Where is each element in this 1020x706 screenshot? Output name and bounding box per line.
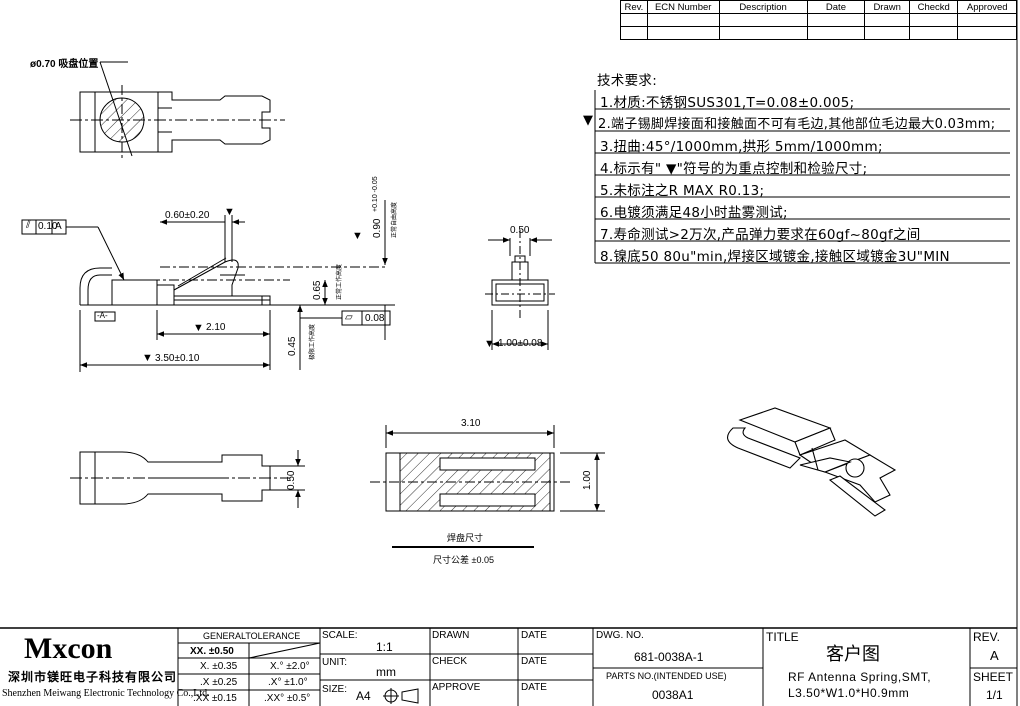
pad-layout <box>370 425 605 548</box>
date-label: DATE <box>521 630 547 641</box>
dim-100-side-label: 1.00±0.08 <box>498 338 543 349</box>
unit-label: UNIT: <box>322 657 347 668</box>
tech-req-8: 8.镍底50 80u"min,焊接区域镀金,接触区域镀金3U"MIN <box>600 249 950 265</box>
flat-tol2-label: 0.08 <box>365 313 385 324</box>
key-marker-icon: ▼ <box>484 338 495 350</box>
general-tolerance-label: GENERALTOLERANCE <box>203 631 301 641</box>
pad-size-label: 焊盘尺寸 <box>447 533 484 543</box>
approve-label: APPROVE <box>432 682 481 693</box>
date-label: DATE <box>521 682 547 693</box>
top-view <box>70 61 285 160</box>
revision-table: Rev. ECN Number Description Date Drawn C… <box>620 0 1017 40</box>
title-desc-1: RF Antenna Spring,SMT, <box>788 670 932 684</box>
scale-label: SCALE: <box>322 630 358 641</box>
angle-tolerance-x: X.° ±2.0° <box>270 661 310 672</box>
key-marker-icon: ▼ <box>224 206 235 218</box>
tech-req-7: 7.寿命测试>2万次,产品弹力要求在60gf~80gf之间 <box>600 227 921 243</box>
tech-req-6: 6.电镀须满足48小时盐雾测试; <box>600 205 788 221</box>
dim-100-pad-label: 1.00 <box>582 470 593 490</box>
tech-req-3: 3.扭曲:45°/1000mm,拱形 5mm/1000mm; <box>600 139 883 155</box>
title-cn: 客户图 <box>826 644 880 665</box>
end-view <box>485 230 555 350</box>
key-marker-icon: ▼ <box>142 352 153 364</box>
parts-no: 0038A1 <box>652 688 694 702</box>
rev-header: Rev. <box>620 0 648 14</box>
tech-req-lines <box>594 90 1010 264</box>
ecn-header: ECN Number <box>646 0 720 14</box>
date-header: Date <box>806 0 866 14</box>
date-label: DATE <box>521 656 547 667</box>
check-label: CHECK <box>432 656 468 667</box>
dim-210-label: 2.10 <box>206 322 226 333</box>
rev-label: REV. <box>973 630 1000 644</box>
tech-req-2: 2.端子锡脚焊接面和接触面不可有毛边,其他部位毛边最大0.03mm; <box>598 117 996 132</box>
limit-height-label: 极限工作高度 <box>310 323 316 360</box>
dim-050-bottom-label: 0.50 <box>286 470 297 490</box>
key-marker-icon: ▼ <box>352 230 363 242</box>
tech-req-title: 技术要求: <box>597 73 658 89</box>
dim-090-label: 0.90 <box>372 218 383 238</box>
company-name-cn: 深圳市镁旺电子科技有限公司 <box>8 670 178 684</box>
sheet-value: 1/1 <box>986 688 1003 702</box>
side-view <box>21 200 395 372</box>
tolerance-xx: XX. ±0.50 <box>190 646 234 657</box>
flatness-icon: ⫽ <box>26 220 31 231</box>
company-name-en: Shenzhen Meiwang Electronic Technology C… <box>2 688 210 699</box>
tech-req-5: 5.未标注之R MAX R0.13; <box>600 183 765 199</box>
size-label: SIZE: <box>322 684 348 695</box>
angle-tolerance-dot-x: .X° ±1.0° <box>268 677 308 688</box>
dim-350-label: 3.50±0.10 <box>155 353 200 364</box>
parts-no-label: PARTS NO.(INTENDED USE) <box>606 671 727 681</box>
angle-tolerance-dot-xx: .XX° ±0.5° <box>264 693 311 704</box>
unit-value: mm <box>376 665 396 679</box>
dwg-no: 681-0038A-1 <box>634 650 704 664</box>
tolerance-dot-xx: .XX ±0.15 <box>193 693 237 704</box>
bottom-view <box>70 450 305 508</box>
dim-090-tol: +0.10 -0.05 <box>372 176 379 212</box>
tech-req-1: 1.材质:不锈钢SUS301,T=0.08±0.005; <box>600 95 855 111</box>
dim-060-label: 0.60±0.20 <box>165 210 210 221</box>
checked-header: Checkd <box>908 0 959 14</box>
approved-header: Approved <box>957 0 1017 14</box>
tech-req-4: 4.标示有" ▼"符号的为重点控制和检验尺寸; <box>600 161 868 177</box>
company-logo: Mxcon <box>24 632 113 665</box>
key-marker-icon: ▼ <box>583 113 594 128</box>
dim-050-side-label: 0.50 <box>510 225 530 236</box>
isometric-view <box>727 407 897 517</box>
drawn-header: Drawn <box>864 0 910 14</box>
pad-tolerance-label: 尺寸公差 ±0.05 <box>433 555 494 565</box>
datum-flag: -A- <box>97 311 108 320</box>
work-height-label: 正常工作高度 <box>337 263 343 300</box>
scale-value: 1:1 <box>376 640 393 654</box>
dim-310-label: 3.10 <box>461 418 481 429</box>
key-marker-icon: ▼ <box>193 322 204 334</box>
dim-065-label: 0.65 <box>312 280 323 300</box>
tolerance-x: X. ±0.35 <box>200 661 238 672</box>
tolerance-dot-x: .X ±0.25 <box>200 677 238 688</box>
title-desc-2: L3.50*W1.0*H0.9mm <box>788 686 910 700</box>
rev-value: A <box>990 648 999 663</box>
dim-045-label: 0.45 <box>287 336 298 356</box>
flatness-tol-label: 0.10 <box>38 221 58 232</box>
drawn-label: DRAWN <box>432 630 470 641</box>
flatness2-icon: ▱ <box>345 312 353 323</box>
title-block-grid <box>0 627 1017 706</box>
description-header: Description <box>718 0 808 14</box>
dwg-no-label: DWG. NO. <box>596 630 644 641</box>
size-value: A4 <box>356 689 371 703</box>
datum-label: A <box>55 221 62 232</box>
suction-position-label: ø0.70 吸盘位置 <box>30 59 99 70</box>
free-height-label: 正常自由高度 <box>392 201 398 238</box>
title-label: TITLE <box>766 630 799 644</box>
sheet-label: SHEET <box>973 670 1014 684</box>
